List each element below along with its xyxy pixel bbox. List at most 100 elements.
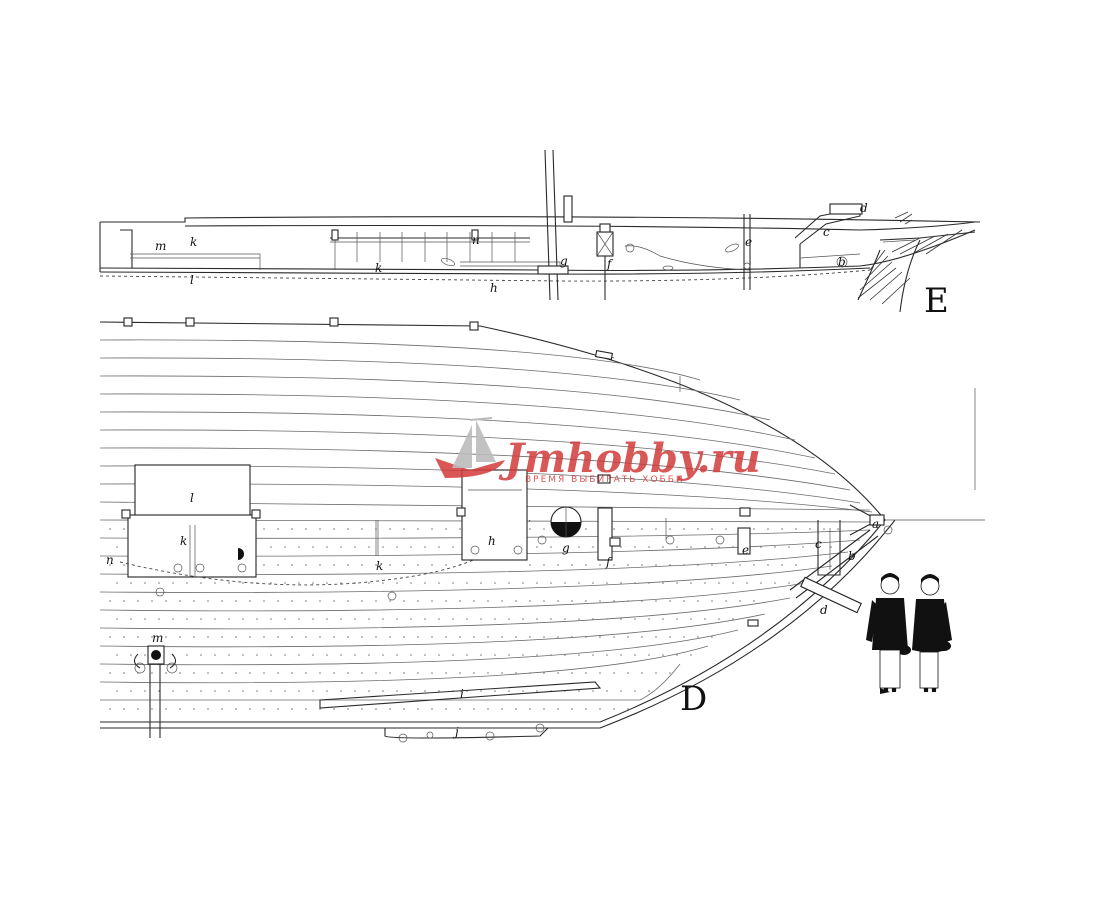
rivet-dot bbox=[536, 690, 538, 692]
rivet-dot bbox=[613, 672, 615, 674]
rivet-dot bbox=[137, 600, 139, 602]
rivet-dot bbox=[662, 618, 664, 620]
rivet-dot bbox=[179, 636, 181, 638]
watermark: Jmhobby.ru ВРЕМЯ ВЫБИРАТЬ ХОББИ bbox=[435, 417, 761, 485]
rivet-dot bbox=[676, 546, 678, 548]
rivet-dot bbox=[347, 528, 349, 530]
rivet-dot bbox=[368, 690, 370, 692]
side-label-k2: k bbox=[375, 261, 382, 275]
rivet-dot bbox=[683, 600, 685, 602]
rivet-dot bbox=[403, 564, 405, 566]
rivet-dot bbox=[214, 582, 216, 584]
rivet-dot bbox=[564, 618, 566, 620]
rivet-dot bbox=[291, 636, 293, 638]
rivet-dot bbox=[151, 636, 153, 638]
rivet-dot bbox=[158, 690, 160, 692]
rivet-dot bbox=[347, 600, 349, 602]
rivet-dot bbox=[452, 654, 454, 656]
rivet-dot bbox=[151, 672, 153, 674]
rivet-dot bbox=[116, 690, 118, 692]
rivet-dot bbox=[578, 618, 580, 620]
rivet-dot bbox=[298, 582, 300, 584]
rivet-dot bbox=[627, 564, 629, 566]
rivet-dot bbox=[704, 618, 706, 620]
rivet-dot bbox=[340, 654, 342, 656]
rivet-dot bbox=[445, 528, 447, 530]
rivet-dot bbox=[263, 528, 265, 530]
rivet-dot bbox=[305, 600, 307, 602]
rivet-dot bbox=[424, 546, 426, 548]
rivet-dot bbox=[263, 708, 265, 710]
rivet-dot bbox=[158, 618, 160, 620]
rivet-dot bbox=[228, 582, 230, 584]
rivet-dot bbox=[116, 618, 118, 620]
rivet-dot bbox=[494, 690, 496, 692]
rivet-dot bbox=[179, 600, 181, 602]
rivet-dot bbox=[613, 600, 615, 602]
rivet-dot bbox=[641, 672, 643, 674]
rivet-dot bbox=[389, 600, 391, 602]
rivet-dot bbox=[270, 618, 272, 620]
rivet-dot bbox=[375, 672, 377, 674]
officer-figure-icon bbox=[866, 573, 911, 694]
rivet-dot bbox=[417, 528, 419, 530]
rivet-dot bbox=[305, 672, 307, 674]
rivet-dot bbox=[137, 636, 139, 638]
rivet-dot bbox=[228, 690, 230, 692]
plan-view-letter: D bbox=[680, 679, 707, 719]
rivet-dot bbox=[277, 708, 279, 710]
plan-label-g: g bbox=[562, 541, 570, 555]
rivet-dot bbox=[144, 654, 146, 656]
rivet-dot bbox=[207, 636, 209, 638]
rivet-dot bbox=[116, 582, 118, 584]
rivet-dot bbox=[487, 636, 489, 638]
rivet-dot bbox=[221, 636, 223, 638]
rivet-dot bbox=[564, 582, 566, 584]
rivet-dot bbox=[641, 600, 643, 602]
rivet-dot bbox=[403, 636, 405, 638]
rivet-dot bbox=[683, 528, 685, 530]
rivet-dot bbox=[403, 708, 405, 710]
rivet-dot bbox=[606, 582, 608, 584]
rivet-dot bbox=[508, 582, 510, 584]
rivet-dot bbox=[235, 636, 237, 638]
rivet-dot bbox=[109, 672, 111, 674]
rivet-dot bbox=[277, 564, 279, 566]
rivet-dot bbox=[487, 600, 489, 602]
rivet-dot bbox=[445, 708, 447, 710]
rivet-dot bbox=[312, 582, 314, 584]
rivet-dot bbox=[683, 564, 685, 566]
side-label-f: f bbox=[606, 257, 614, 271]
rivet-dot bbox=[158, 582, 160, 584]
rivet-dot bbox=[627, 528, 629, 530]
rivet-dot bbox=[340, 546, 342, 548]
rivet-dot bbox=[193, 600, 195, 602]
rivet-dot bbox=[214, 690, 216, 692]
rivet-dot bbox=[606, 654, 608, 656]
rivet-dot bbox=[655, 672, 657, 674]
rivet-dot bbox=[732, 546, 734, 548]
rivet-dot bbox=[613, 528, 615, 530]
rivet-dot bbox=[396, 546, 398, 548]
rivet-dot bbox=[326, 546, 328, 548]
rivet-dot bbox=[494, 618, 496, 620]
rivet-dot bbox=[284, 654, 286, 656]
plan-label-k: k bbox=[180, 534, 187, 548]
rivet-dot bbox=[130, 690, 132, 692]
rivet-dot bbox=[473, 672, 475, 674]
rivet-dot bbox=[144, 582, 146, 584]
rivet-dot bbox=[214, 618, 216, 620]
rivet-dot bbox=[571, 600, 573, 602]
rivet-dot bbox=[326, 690, 328, 692]
rivet-dot bbox=[690, 618, 692, 620]
rivet-dot bbox=[501, 600, 503, 602]
rivet-dot bbox=[620, 618, 622, 620]
rivet-dot bbox=[627, 672, 629, 674]
rivet-dot bbox=[823, 528, 825, 530]
rivet-dot bbox=[620, 546, 622, 548]
rivet-dot bbox=[382, 582, 384, 584]
rivet-dot bbox=[473, 708, 475, 710]
rivet-dot bbox=[347, 636, 349, 638]
rivet-dot bbox=[389, 708, 391, 710]
